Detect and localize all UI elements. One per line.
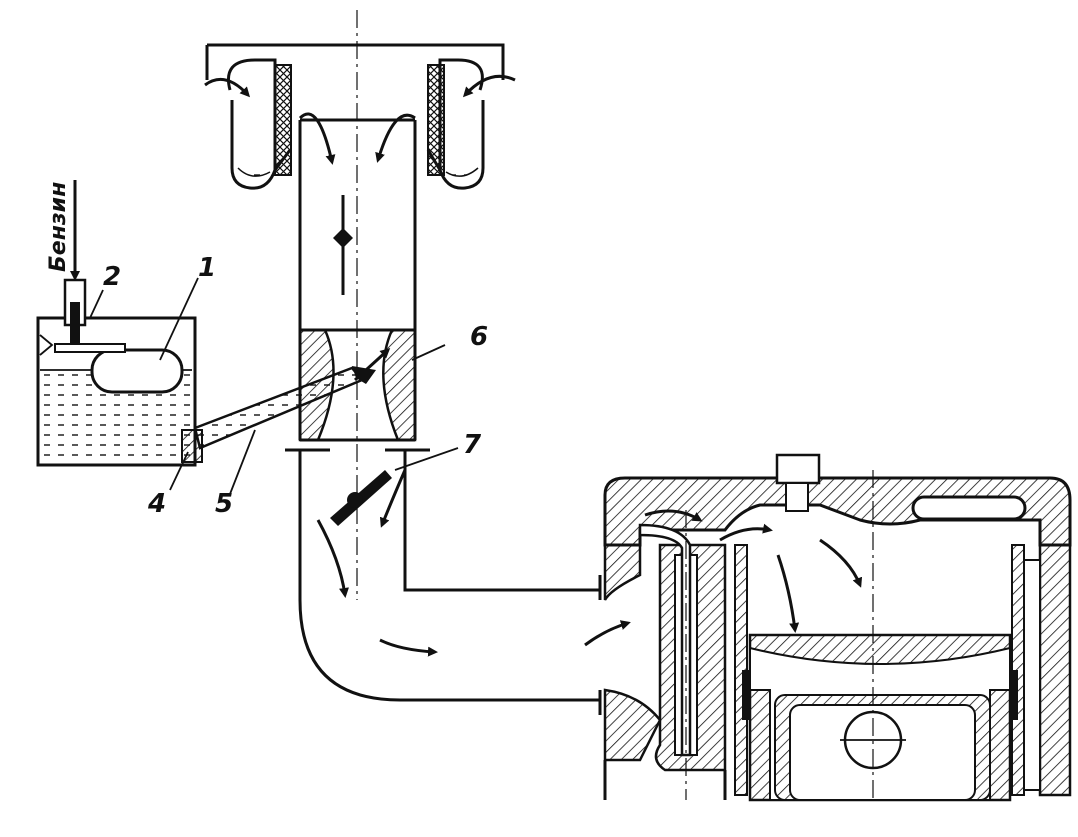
air-filter bbox=[204, 43, 516, 190]
carburetor-body bbox=[298, 10, 417, 600]
fuel-label: Бензин bbox=[46, 182, 71, 272]
label-7: 7 bbox=[463, 430, 482, 460]
callout-lines bbox=[89, 277, 459, 495]
label-6: 6 bbox=[470, 322, 488, 352]
label-5: 5 bbox=[215, 489, 233, 519]
label-4: 4 bbox=[147, 489, 166, 519]
fuel-channel bbox=[181, 366, 376, 463]
air-damper bbox=[333, 195, 353, 295]
label-1: 1 bbox=[198, 253, 216, 283]
intake-manifold bbox=[285, 448, 631, 715]
engine-cylinder bbox=[603, 453, 1072, 802]
float-chamber bbox=[36, 180, 197, 467]
label-2: 2 bbox=[103, 262, 121, 292]
